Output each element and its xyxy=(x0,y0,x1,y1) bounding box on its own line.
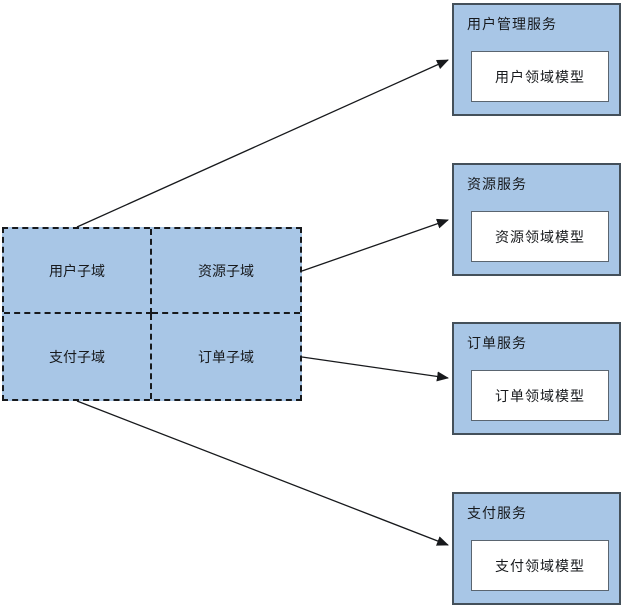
service-title: 订单服务 xyxy=(467,335,527,351)
service-box-payment: 支付服务 支付领域模型 xyxy=(452,492,621,605)
subdomain-cell-user: 用户子域 xyxy=(4,229,152,314)
model-label: 订单领域模型 xyxy=(495,387,585,404)
subdomain-label: 订单子域 xyxy=(198,348,254,365)
connector-arrow xyxy=(76,400,449,546)
payment-domain-model-box: 支付领域模型 xyxy=(471,540,609,591)
subdomain-cell-payment: 支付子域 xyxy=(4,314,152,399)
subdomain-cell-resource: 资源子域 xyxy=(152,229,300,314)
service-title: 支付服务 xyxy=(467,505,527,521)
connector-arrow xyxy=(76,59,449,228)
service-title: 资源服务 xyxy=(467,176,527,192)
service-box-user-management: 用户管理服务 用户领域模型 xyxy=(452,3,621,116)
connector-arrow xyxy=(301,356,449,382)
model-label: 资源领域模型 xyxy=(495,228,585,245)
order-domain-model-box: 订单领域模型 xyxy=(471,370,609,421)
user-domain-model-box: 用户领域模型 xyxy=(471,51,609,102)
subdomain-grid: 用户子域 资源子域 支付子域 订单子域 xyxy=(2,227,302,401)
model-label: 支付领域模型 xyxy=(495,557,585,574)
service-box-order: 订单服务 订单领域模型 xyxy=(452,322,621,435)
service-title: 用户管理服务 xyxy=(467,16,557,32)
subdomain-label: 用户子域 xyxy=(49,262,105,279)
subdomain-label: 资源子域 xyxy=(198,262,254,279)
connector-arrow xyxy=(301,218,449,272)
subdomain-cell-order: 订单子域 xyxy=(152,314,300,399)
model-label: 用户领域模型 xyxy=(495,68,585,85)
subdomain-label: 支付子域 xyxy=(49,348,105,365)
service-box-resource: 资源服务 资源领域模型 xyxy=(452,163,621,276)
resource-domain-model-box: 资源领域模型 xyxy=(471,211,609,262)
